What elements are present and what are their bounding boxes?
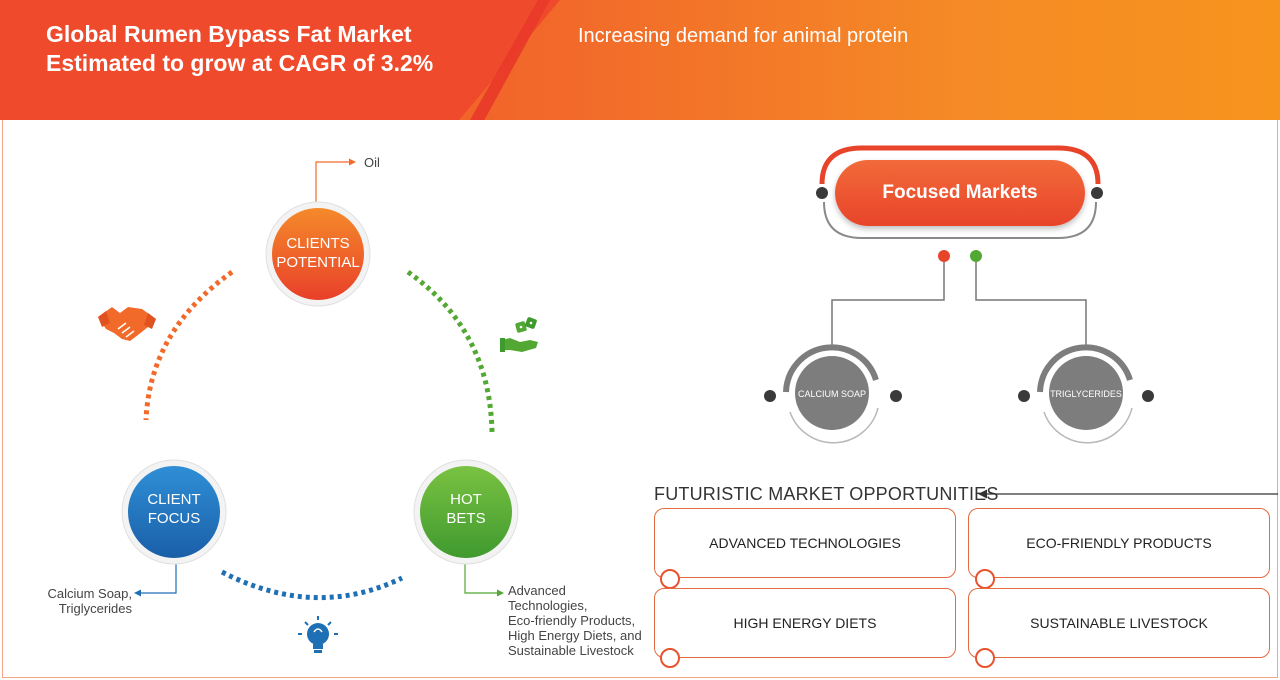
opportunity-label: HIGH ENERGY DIETS (733, 615, 877, 631)
calcium-soap-node (764, 344, 902, 444)
hot-bets-note-line: High Energy Diets, and (508, 628, 642, 643)
hot-bets-line2: BETS (446, 510, 486, 527)
hot-bets-node (413, 459, 519, 565)
focused-markets-pill: Focused Markets (835, 160, 1085, 226)
client-focus-arrowhead (134, 589, 141, 597)
content-frame (2, 120, 1278, 678)
opportunities-arrow (978, 489, 1278, 499)
opportunity-card: SUSTAINABLE LIVESTOCK (968, 588, 1270, 658)
opportunity-label: SUSTAINABLE LIVESTOCK (1030, 615, 1208, 631)
client-focus-connector (138, 560, 177, 594)
triglycerides-node (1018, 344, 1154, 444)
oil-note: Oil (364, 155, 380, 170)
pill-outer-arc-bottom (823, 201, 1097, 239)
oil-connector (315, 161, 352, 202)
header-banner: Global Rumen Bypass Fat Market Estimated… (0, 0, 1280, 120)
oil-arrowhead (349, 158, 356, 166)
pill-right-dot (1091, 187, 1103, 199)
calcium-soap-connector (831, 262, 945, 346)
pill-left-dot (816, 187, 828, 199)
page-title: Global Rumen Bypass Fat Market Estimated… (46, 21, 434, 76)
hot-bets-note: Advanced Technologies, Eco-friendly Prod… (508, 583, 668, 658)
client-focus-line1: CLIENT (147, 491, 201, 508)
client-focus-note-line2: Triglycerides (58, 601, 132, 616)
dice-hand-icon (500, 317, 538, 352)
opportunity-dot (975, 648, 995, 668)
hot-bets-note-line: Sustainable Livestock (508, 643, 634, 658)
hot-bets-line1: HOT (450, 491, 482, 508)
hot-bets-note-line: Advanced (508, 583, 566, 598)
hot-bets-note-line: Eco-friendly Products, (508, 613, 636, 628)
client-focus-line2: FOCUS (147, 510, 201, 527)
arc-blue (220, 569, 404, 600)
header-title-panel (0, 0, 560, 120)
hot-bets-connector (464, 560, 500, 594)
calcium-soap-label: CALCIUM SOAP (797, 389, 866, 399)
clients-potential-line2: POTENTIAL (276, 254, 360, 271)
hot-bets-arrowhead (497, 589, 504, 597)
clients-potential-label: CLIENTS POTENTIAL (268, 234, 368, 272)
lightbulb-icon (298, 616, 338, 653)
handshake-icon (98, 307, 156, 341)
pill-outer-arc-top (819, 145, 1101, 185)
opportunities-title: FUTURISTIC MARKET OPPORTUNITIES (654, 484, 999, 504)
clients-potential-node (265, 201, 371, 307)
opportunity-dot (660, 648, 680, 668)
green-connector-dot (970, 250, 982, 262)
opportunity-card: ECO-FRIENDLY PRODUCTS (968, 508, 1270, 578)
red-connector-dot (938, 250, 950, 262)
client-focus-note-line1: Calcium Soap, (47, 586, 132, 601)
hot-bets-note-line: Technologies, (508, 598, 588, 613)
arc-orange (143, 269, 234, 421)
cycle-diagram (98, 158, 538, 653)
opportunity-dot (660, 569, 680, 589)
client-focus-node (121, 459, 227, 565)
triglycerides-label: TRIGLYCERIDES (1050, 389, 1122, 399)
opportunity-card: HIGH ENERGY DIETS (654, 588, 956, 658)
focused-markets-diagram (764, 145, 1154, 444)
triglycerides-connector (975, 262, 1087, 346)
client-focus-note: Calcium Soap, Triglycerides (22, 586, 132, 616)
page-subtitle: Increasing demand for animal protein (578, 25, 909, 47)
hot-bets-label: HOT BETS (416, 490, 516, 528)
client-focus-label: CLIENT FOCUS (124, 490, 224, 528)
opportunity-label: ECO-FRIENDLY PRODUCTS (1026, 535, 1212, 551)
arc-green (406, 269, 495, 433)
clients-potential-line1: CLIENTS (286, 235, 350, 252)
opportunity-label: ADVANCED TECHNOLOGIES (709, 535, 901, 551)
opportunity-dot (975, 569, 995, 589)
opportunity-card: ADVANCED TECHNOLOGIES (654, 508, 956, 578)
